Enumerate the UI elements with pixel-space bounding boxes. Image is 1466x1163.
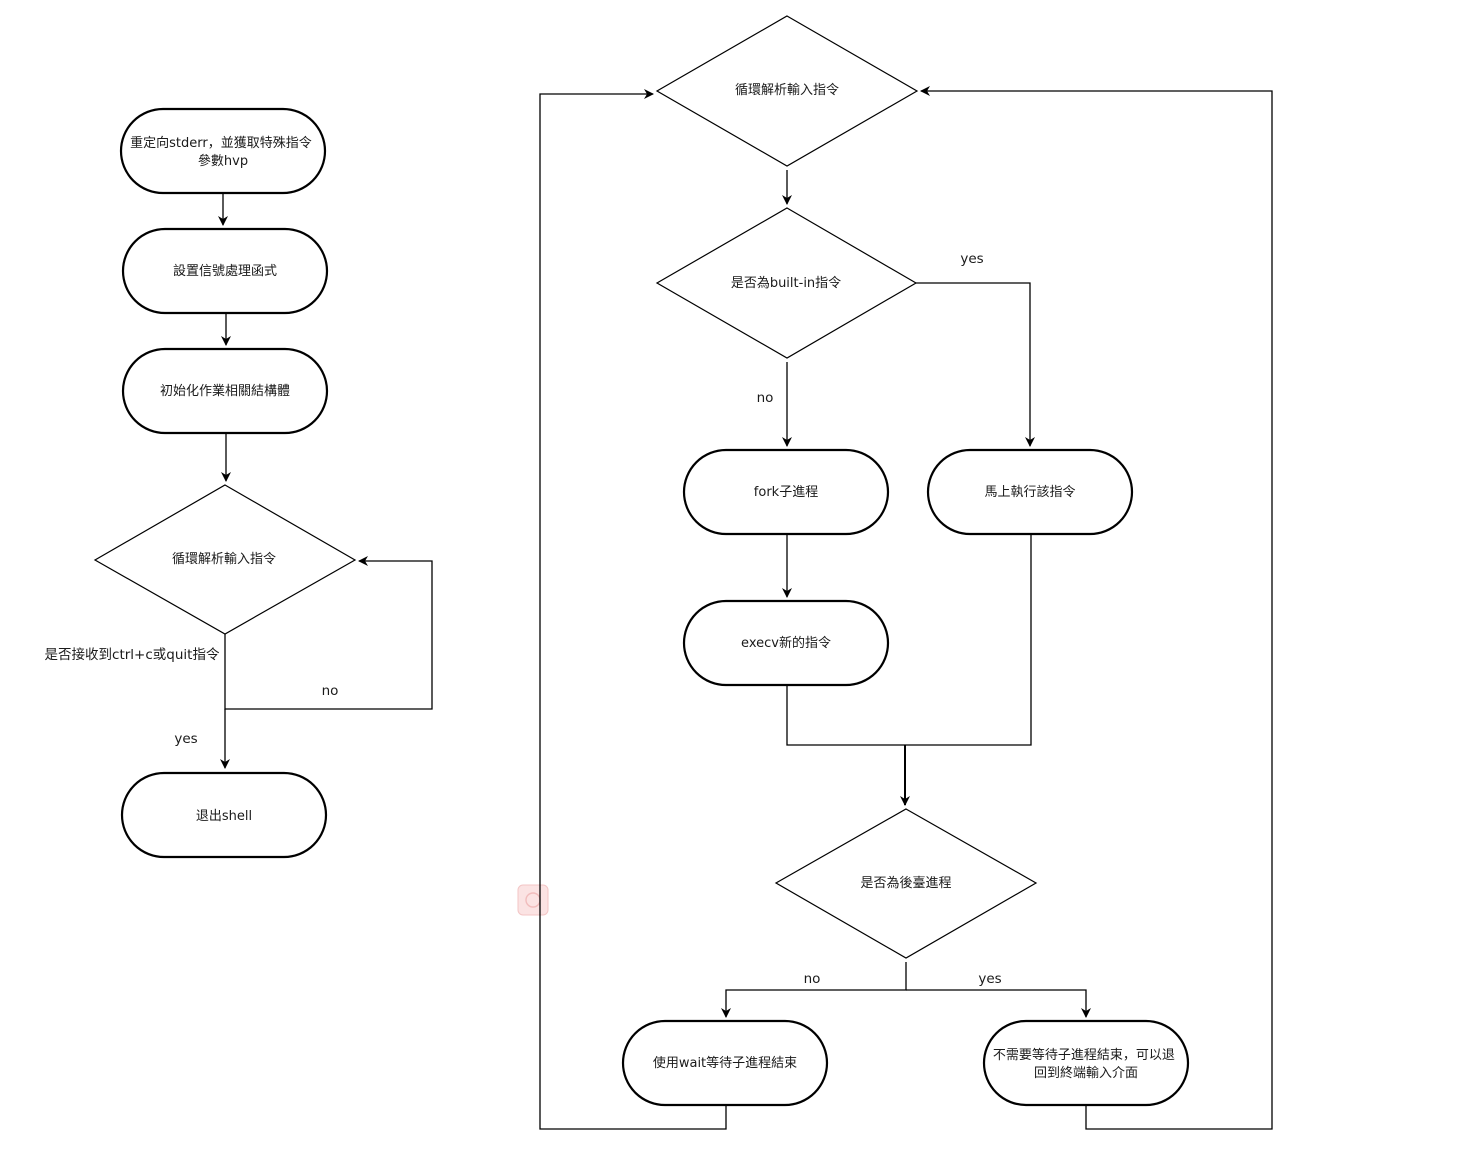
builtin-yes-label: yes: [960, 251, 983, 267]
background-no-label: no: [804, 971, 821, 987]
no-wait-return-label: 不需要等待子進程結束，可以退 回到終端輸入介面: [993, 1047, 1179, 1081]
exit-shell-label: 退出shell: [196, 809, 252, 824]
background-decision-label: 是否為後臺進程: [860, 875, 951, 891]
redirect-stderr-label: 重定向stderr，並獲取特殊指令 參數hvp: [130, 135, 316, 169]
edge-builtin-yes: [916, 282, 1035, 447]
edge-loop-no-back: [224, 556, 433, 710]
exit-shell-node[interactable]: [120, 771, 328, 859]
background-decision-node[interactable]: [774, 808, 1038, 959]
wait-child-node[interactable]: [621, 1019, 829, 1107]
set-signal-handler-node[interactable]: [121, 227, 329, 315]
init-job-struct-label: 初始化作業相關結構體: [160, 383, 290, 399]
left-yes-label: yes: [174, 731, 197, 747]
right-loop-decision-label: 循環解析輸入指令: [735, 83, 839, 98]
left-flow: 重定向stderr，並獲取特殊指令 參數hvp 設置信號處理函式 初始化作業相關…: [45, 107, 433, 859]
execute-now-label: 馬上執行該指令: [984, 484, 1075, 500]
edge-background-yes: [906, 989, 1091, 1018]
magnifier-icon: [517, 884, 549, 916]
execv-new-node[interactable]: [682, 599, 890, 687]
execv-new-label: execv新的指令: [741, 635, 831, 651]
edge-return-back-to-loop: [920, 86, 1273, 1130]
wait-child-label: 使用wait等待子進程結束: [653, 1055, 797, 1071]
redirect-stderr-node[interactable]: [119, 107, 327, 195]
no-wait-return-node[interactable]: [982, 1019, 1190, 1107]
builtin-no-label: no: [757, 390, 774, 406]
background-yes-label: yes: [978, 971, 1001, 987]
set-signal-handler-label: 設置信號處理函式: [173, 263, 277, 279]
builtin-decision-node[interactable]: [655, 207, 918, 359]
edge-merge-lines: [786, 533, 1032, 746]
builtin-decision-label: 是否為built-in指令: [731, 275, 841, 291]
left-no-label: no: [322, 683, 339, 699]
fork-child-node[interactable]: [682, 448, 890, 536]
init-job-struct-node[interactable]: [121, 347, 329, 435]
edge-background-no: [721, 962, 907, 1018]
check-exit-label: 是否接收到ctrl+c或quit指令: [45, 646, 220, 663]
right-flow: 循環解析輸入指令 是否為built-in指令 yes no fork子進程 馬上…: [539, 15, 1273, 1130]
right-loop-decision-node[interactable]: [655, 15, 919, 167]
left-loop-decision-label: 循環解析輸入指令: [172, 552, 276, 567]
edge-wait-back-to-loop: [539, 89, 727, 1130]
fork-child-label: fork子進程: [754, 485, 818, 500]
